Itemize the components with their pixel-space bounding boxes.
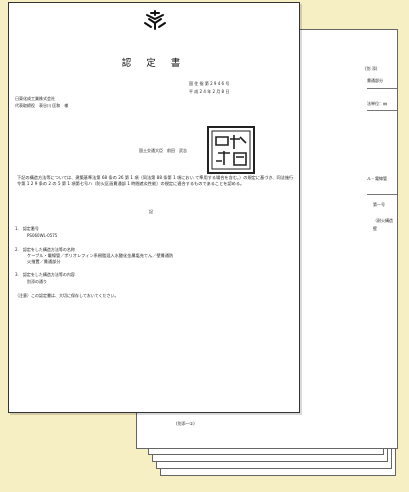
ki-label: 記 xyxy=(149,209,153,214)
item-value: 別添の通り xyxy=(27,279,47,284)
attachment-header: (別 添) xyxy=(365,66,378,71)
certificate-note: （注意）この認定書は、大切に保存しておいてください。 xyxy=(15,293,119,298)
item-label: 1. 認定番号 xyxy=(15,226,39,231)
issue-date: 平 成 2 4 年 2 月 8 日 xyxy=(189,89,230,94)
certificate-body: 下記の構造方法等については、建築基準法第 68 条の 26 第 1 項（同法第 … xyxy=(17,175,294,186)
recipient-person: 代表取締役 表谷川 匡和 様 xyxy=(15,103,69,108)
official-seal-icon xyxy=(207,126,255,174)
attachment-footer: (別添一①) xyxy=(176,421,195,426)
certificate-title: 認 定 書 xyxy=(121,58,187,69)
attachment-section: 貫通部分 xyxy=(367,78,383,83)
attachment-line: 第一号 xyxy=(373,202,385,207)
attachment-line: 壁 xyxy=(373,226,377,231)
recipient-company: 日東化成工業株式会社 xyxy=(15,96,55,101)
attachment-line: ル・電線管 xyxy=(367,176,387,181)
attachment-line: （耐火構造 xyxy=(373,218,393,223)
issuer-name: 国土交通大臣 前田 武志 xyxy=(139,148,187,153)
attachment-rule xyxy=(367,194,397,195)
item-value: ケーブル・電線管／ポリオレフィン系樹脂混入水酸化金属塩充てん／壁貫通防火措置／貫… xyxy=(27,253,174,264)
attachment-rule xyxy=(367,110,397,111)
item-label: 2. 認定をした構造方法等の名称 xyxy=(15,247,75,252)
attachment-rule xyxy=(367,88,397,89)
item-label: 3. 認定をした構造方法等の内容 xyxy=(15,272,75,277)
certificate-page: 認 定 書 国 住 指 第 2 9 4 6 号 平 成 2 4 年 2 月 8 … xyxy=(8,2,300,413)
attachment-unit: 法単位：㎜ xyxy=(367,101,387,106)
paulownia-emblem-icon xyxy=(144,10,166,30)
reference-number: 国 住 指 第 2 9 4 6 号 xyxy=(189,81,230,86)
item-value: PS060WL-0575 xyxy=(27,233,58,238)
